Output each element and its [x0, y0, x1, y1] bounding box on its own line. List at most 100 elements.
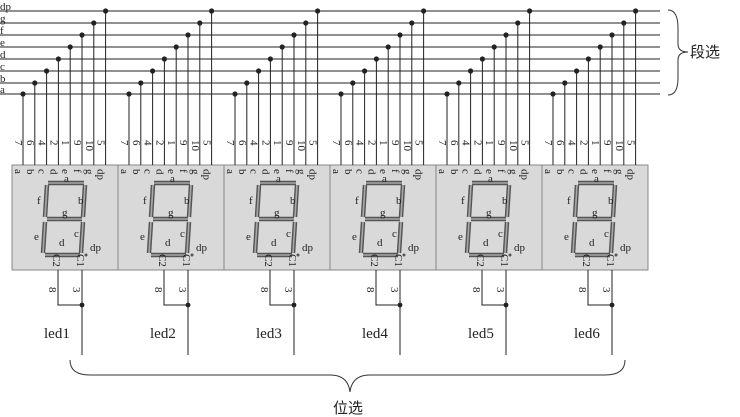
digit-select-brace — [69, 359, 626, 393]
pin-name: g — [507, 169, 519, 175]
pin-name: a — [118, 169, 130, 174]
pin-number: 10 — [507, 140, 519, 152]
bus-label-d: d — [0, 49, 6, 61]
segment-select-brace — [667, 9, 689, 96]
pin-number: 7 — [12, 140, 24, 146]
pin-number: 1 — [165, 140, 177, 146]
c1-label: C1 — [498, 254, 510, 267]
pin-number: 6 — [554, 140, 566, 146]
junction-dot — [609, 32, 615, 38]
pin-name: f — [177, 169, 189, 173]
segment-e-inner — [42, 221, 46, 254]
junction-dot — [385, 44, 391, 50]
pin-number: 9 — [495, 140, 507, 146]
pin-number: 2 — [47, 140, 59, 146]
bus-label-f: f — [0, 25, 4, 37]
pin-number: 4 — [460, 140, 472, 146]
c2-label: C2 — [368, 254, 380, 267]
segment-label-f: f — [37, 195, 41, 207]
c1-label: C1 — [74, 254, 86, 267]
segment-b-inner — [400, 184, 404, 218]
segment-label-e: e — [352, 231, 357, 243]
digit-label: led3 — [256, 326, 282, 342]
junction-dot — [444, 91, 450, 97]
junction-dot — [279, 44, 285, 50]
junction-dot — [503, 302, 509, 308]
segment-f-inner — [468, 184, 472, 218]
segment-label-b: b — [184, 195, 190, 207]
segment-f-inner — [44, 184, 48, 218]
c1-pin-number: 3 — [282, 287, 294, 293]
pin-number: 6 — [236, 140, 248, 146]
pin-name: dp — [625, 169, 637, 181]
junction-dot — [468, 68, 474, 74]
segment-label-c: c — [392, 228, 397, 240]
junction-dot — [67, 44, 73, 50]
pin-name: d — [259, 169, 271, 175]
segment-b-inner — [612, 184, 616, 218]
junction-dot — [256, 68, 262, 74]
pin-name: c — [36, 169, 48, 174]
segment-c-inner — [292, 221, 296, 254]
pin-name: e — [483, 169, 495, 174]
segment-label-e: e — [34, 231, 39, 243]
digit-label: led6 — [574, 326, 600, 342]
pin-name: c — [566, 169, 578, 174]
pin-number: 4 — [566, 140, 578, 146]
junction-dot — [244, 80, 250, 86]
junction-dot — [397, 32, 403, 38]
junction-dot — [421, 8, 427, 14]
pin-number: 5 — [201, 140, 213, 146]
pin-number: 1 — [271, 140, 283, 146]
pin-number: 2 — [471, 140, 483, 146]
pin-name: f — [601, 169, 613, 173]
pin-name: d — [47, 169, 59, 175]
pin-name: d — [153, 169, 165, 175]
segment-label-e: e — [564, 231, 569, 243]
pin-number: 5 — [519, 140, 531, 146]
segment-e-inner — [148, 221, 152, 254]
segment-label-dp: dp — [408, 242, 420, 254]
pin-number: 6 — [448, 140, 460, 146]
segment-label-a: a — [276, 173, 281, 185]
pin-name: dp — [201, 169, 213, 181]
pin-name: b — [554, 169, 566, 175]
segment-label-e: e — [246, 231, 251, 243]
segment-dp — [296, 253, 300, 257]
c2-pin-number: 8 — [470, 287, 482, 293]
segment-label-dp: dp — [90, 242, 102, 254]
segment-label-a: a — [382, 173, 387, 185]
pin-name: c — [248, 169, 260, 174]
c2-pin-number: 8 — [576, 287, 588, 293]
junction-dot — [79, 302, 85, 308]
junction-dot — [20, 91, 26, 97]
pin-name: dp — [95, 169, 107, 181]
pin-name: dp — [307, 169, 319, 181]
segment-label-c: c — [604, 228, 609, 240]
pin-number: 7 — [436, 140, 448, 146]
digit-label: led4 — [362, 326, 388, 342]
pin-number: 5 — [413, 140, 425, 146]
segment-label-a: a — [170, 173, 175, 185]
segment-b-inner — [294, 184, 298, 218]
pin-number: 2 — [577, 140, 589, 146]
segment-label-g: g — [62, 207, 68, 219]
pin-number: 5 — [307, 140, 319, 146]
segment-label-a: a — [64, 173, 69, 185]
pin-number: 2 — [365, 140, 377, 146]
pin-name: f — [283, 169, 295, 173]
pin-number: 9 — [283, 140, 295, 146]
junction-dot — [303, 20, 309, 26]
c1-label: C1 — [286, 254, 298, 267]
junction-dot — [291, 32, 297, 38]
junction-dot — [126, 91, 132, 97]
bus-label-c: c — [0, 61, 5, 73]
segment-b-inner — [188, 184, 192, 218]
segment-label-e: e — [458, 231, 463, 243]
pin-name: a — [12, 169, 24, 174]
pin-number: 1 — [483, 140, 495, 146]
junction-dot — [350, 80, 356, 86]
segment-e-inner — [254, 221, 258, 254]
